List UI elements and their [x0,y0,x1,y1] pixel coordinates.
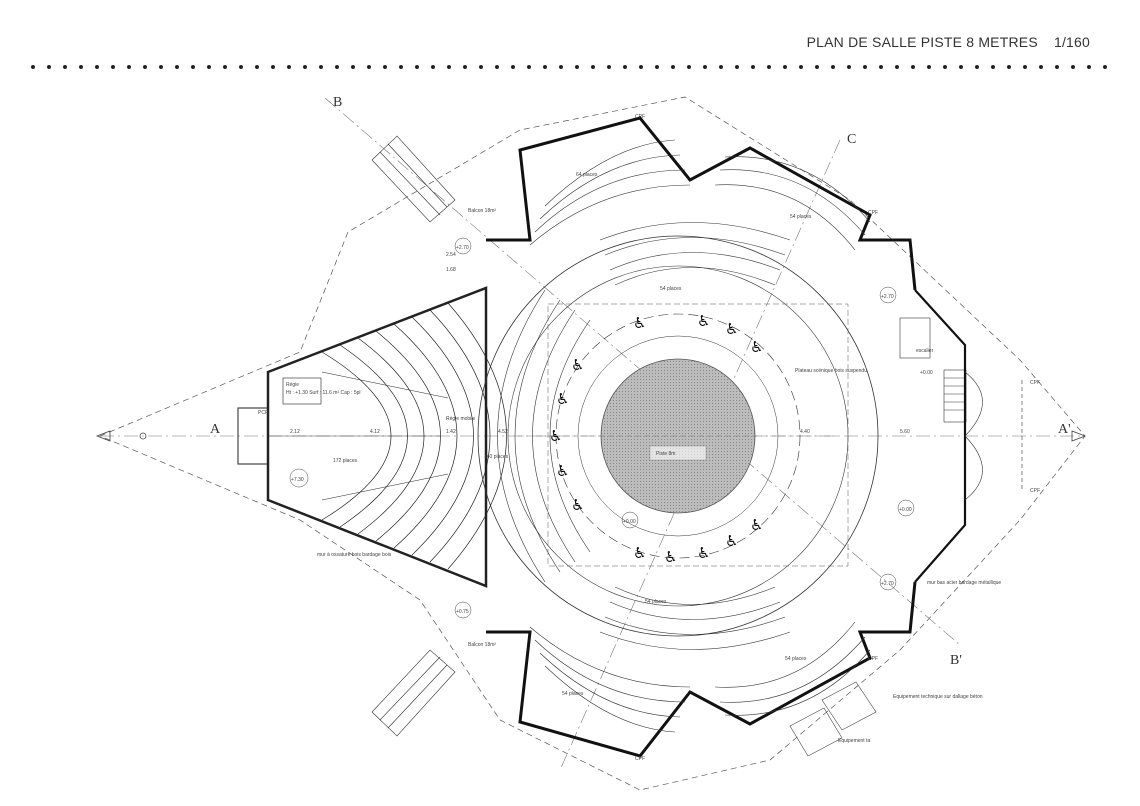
places-label: 54 places [645,599,667,605]
axis-b-prime-label: B' [950,653,962,668]
upper-tribunes [529,139,871,286]
plan-title-text: PLAN DE SALLE PISTE 8 METRES [806,34,1038,50]
wheelchair-icon: ♿ [697,312,710,330]
level-right-top: +0.00 [920,370,933,376]
dimension: 1.68 [446,267,456,273]
equip-note: Equipement ta [838,738,870,744]
cpf-right-bottom: CPF [1030,488,1040,494]
stairs-bottom-left [371,649,456,737]
escalier-note: escalier [916,348,934,354]
building-walls [486,116,967,758]
level-bottom-left: +0.75 [456,609,469,615]
equipment-boxes [789,681,877,757]
left-tribune-places: 172 places [333,458,358,464]
cpf-top: CPF [635,114,645,120]
mur-bois-note: mur à ossature bois bardage bois [317,552,392,558]
places-label: 54 places [562,691,584,697]
mur-acier-note: mur bas acier bardage métallique [927,580,1001,586]
regie-info: Ht : +1.30 Surf : 11.6 m² Cap : 5pl [286,390,361,396]
wheelchair-icon: ♿ [664,548,677,566]
wheelchair-icon: ♿ [750,516,763,534]
piste-circle [600,358,756,514]
plan-scale: 1/160 [1053,34,1090,50]
dimension: 4.40 [800,429,810,435]
dimension: 2.54 [446,252,456,258]
axis-c-label: C [847,132,856,147]
wheelchair-spots: ♿ ♿ ♿ ♿ ♿ ♿ ♿ ♿ ♿ ♿ ♿ ♿ ♿ ♿ [549,312,763,566]
dimension: 1.42 [446,429,456,435]
level-marker-left [289,468,309,488]
wheelchair-icon: ♿ [633,314,646,332]
plan-title: PLAN DE SALLE PISTE 8 METRES 1/160 [807,34,1090,50]
dimension: 4.12 [370,429,380,435]
stairs-right [943,369,967,423]
piste-label: Piste 8m [656,451,675,457]
axis-labels: A A' B B' C [210,95,1071,668]
level-bottom-right: +2.70 [881,581,894,587]
wheelchair-icon: ♿ [549,427,562,445]
left-tribune [237,286,507,588]
level-circles [454,237,915,619]
wheelchair-icon: ♿ [571,496,584,514]
section-axes [100,97,1085,771]
places-label: 64 places [576,172,598,178]
level-top-left: +2.70 [456,245,469,251]
dimension-labels: 2.12 4.12 1.42 4.52 4.40 5.60 1.68 2.54 [290,252,910,435]
cpf-bottom: CPF [635,756,645,762]
right-room [899,317,1023,501]
site-envelope [99,96,1086,791]
places-label: 140 places [484,454,509,460]
piste-label-box [649,445,707,461]
regie-title: Régie [286,382,299,388]
pcf-left-door: PCF [258,410,268,416]
equip-tech-note: Equipement technique sur dallage béton [893,694,983,700]
wheelchair-icon: ♿ [633,544,646,562]
axis-a-label: A [210,422,221,437]
places-label: 54 places [785,656,807,662]
wheelchair-icon: ♿ [725,320,738,338]
cpf-bottom-right: CPF [868,656,878,662]
wheelchair-icon: ♿ [750,338,763,356]
rigging-frame [547,303,849,567]
places-label: 54 places [660,286,682,292]
axis-a-prime-label: A' [1058,422,1071,437]
wheelchair-icon: ♿ [571,356,584,374]
wheelchair-icon: ♿ [556,390,569,408]
wheelchair-icon: ♿ [697,544,710,562]
level-center: +0.00 [623,519,636,525]
stairs-top-left [371,135,456,223]
level-right-room: +0.00 [899,507,912,513]
regie-mobile-note: Régie mobile [446,416,475,422]
level-left-block: +7.30 [291,477,304,483]
places-label: 54 places [790,214,812,220]
axis-arrows [95,430,1087,442]
wheelchair-icon: ♿ [556,462,569,480]
lower-tribunes [529,586,871,733]
dimension: 5.60 [900,429,910,435]
dotted-separator [31,65,1110,69]
cpf-right-top: CPF [1030,380,1040,386]
plateau-note: Plateau scénique bois suspendu [795,368,867,374]
dimension: 4.52 [498,429,508,435]
balcon-bottom-note: Balcon 18m² [468,642,496,648]
dimension: 2.12 [290,429,300,435]
axis-b-label: B [333,95,342,110]
level-top-right: +2.70 [881,294,894,300]
cpf-top-right: CPF [868,210,878,216]
balcon-top-note: Balcon 18m² [468,208,496,214]
wheelchair-icon: ♿ [725,532,738,550]
